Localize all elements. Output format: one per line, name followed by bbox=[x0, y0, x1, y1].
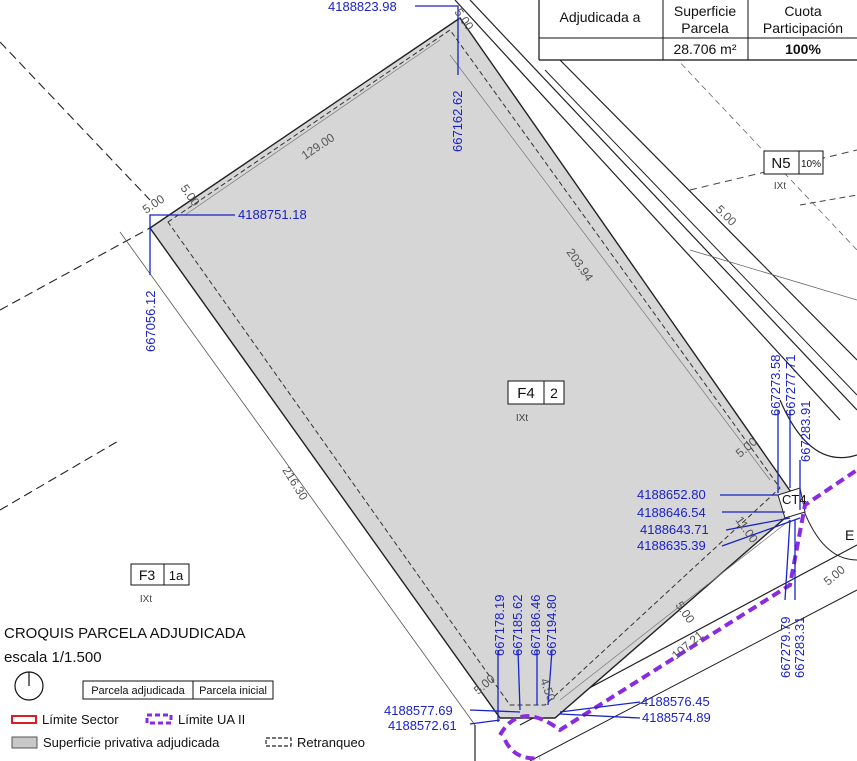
south-dimension-line bbox=[559, 519, 791, 701]
coord-y-nw: 4188751.18 bbox=[238, 207, 307, 222]
parcel-n5-label: N5 10% IXt bbox=[763, 150, 824, 192]
parcel-f4-area bbox=[149, 17, 801, 719]
dim-setback-a: 5.00 bbox=[140, 192, 167, 217]
coord-y-sw1: 4188577.69 bbox=[384, 703, 453, 718]
svg-text:IXt: IXt bbox=[516, 413, 528, 424]
legend-setback-swatch bbox=[265, 737, 292, 747]
parcel-boundaries bbox=[0, 41, 151, 511]
coord-y-sw2: 4188572.61 bbox=[388, 718, 457, 733]
coord-x-top: 667162.62 bbox=[450, 91, 465, 152]
coord-y-se1: 4188576.45 bbox=[641, 694, 710, 709]
legend-title: CROQUIS PARCELA ADJUDICADA bbox=[4, 625, 245, 642]
svg-text:N5: N5 bbox=[771, 155, 790, 172]
dim-south-edge: 107.21 bbox=[669, 628, 706, 663]
legend-ua-label: Límite UA II bbox=[178, 712, 245, 727]
coord-x-se1: 667279.79 bbox=[778, 617, 793, 678]
ua-limit-line bbox=[498, 468, 857, 737]
svg-text:F3: F3 bbox=[139, 567, 156, 583]
parcel-f3-label: F3 1a IXt bbox=[130, 563, 190, 605]
legend-box-left: Parcela adjudicada bbox=[91, 685, 185, 697]
table-col1-header: Adjudicada a bbox=[560, 9, 641, 25]
legend-scale: escala 1/1.500 bbox=[4, 649, 102, 666]
svg-text:1a: 1a bbox=[169, 568, 184, 583]
legend-sector-swatch bbox=[11, 715, 37, 724]
coord-x-nw: 667056.12 bbox=[143, 291, 158, 352]
table-col3-header-2: Participación bbox=[763, 20, 843, 36]
coord-y-se2: 4188574.89 bbox=[642, 710, 711, 725]
summary-table: Adjudicada a Superficie Parcela Cuota Pa… bbox=[538, 0, 857, 61]
table-row-area: 28.706 m² bbox=[673, 41, 736, 57]
dim-road: 5.00 bbox=[821, 562, 848, 588]
coord-y-e4: 4188635.39 bbox=[637, 538, 706, 553]
coord-x-e1: 667273.58 bbox=[768, 355, 783, 416]
coord-x-e3: 667283.91 bbox=[798, 401, 813, 462]
coord-y-e2: 4188646.54 bbox=[637, 505, 706, 520]
parcel-f4-label: F4 2 IXt bbox=[507, 380, 565, 424]
coord-x-s1: 667178.19 bbox=[492, 595, 507, 656]
coord-leaders bbox=[149, 5, 801, 725]
svg-text:IXt: IXt bbox=[140, 594, 152, 605]
west-dimension-line bbox=[119, 231, 476, 726]
legend-surface-label: Superficie privativa adjudicada bbox=[43, 735, 220, 750]
svg-text:F4: F4 bbox=[517, 385, 535, 402]
table-col2-header-1: Superficie bbox=[674, 3, 736, 19]
ct4-box bbox=[777, 487, 806, 519]
legend-sector-label: Límite Sector bbox=[42, 712, 119, 727]
edge-label: E bbox=[845, 527, 854, 543]
dim-setback-g: 5.00 bbox=[713, 202, 740, 229]
coord-x-s4: 667194.80 bbox=[544, 595, 559, 656]
coord-x-s2: 667185.62 bbox=[510, 595, 525, 656]
legend-box-right: Parcela inicial bbox=[199, 685, 267, 697]
legend-surface-swatch bbox=[11, 736, 38, 749]
table-col2-header-2: Parcela bbox=[681, 20, 729, 36]
coord-y-top: 4188823.98 bbox=[328, 0, 397, 14]
top-dimension-line bbox=[184, 39, 441, 216]
ct4-label: CT4 bbox=[782, 492, 807, 507]
coord-y-e1: 4188652.80 bbox=[637, 487, 706, 502]
table-row-share: 100% bbox=[785, 41, 821, 57]
svg-text:IXt: IXt bbox=[774, 181, 786, 192]
legend-ua-swatch bbox=[145, 713, 173, 725]
legend: CROQUIS PARCELA ADJUDICADA escala 1/1.50… bbox=[4, 625, 365, 750]
coord-x-e2: 667277.71 bbox=[783, 355, 798, 416]
coord-y-e3: 4188643.71 bbox=[640, 522, 709, 537]
east-dimension-line bbox=[449, 54, 771, 481]
coord-x-se2: 667283.31 bbox=[792, 617, 807, 678]
legend-setback-label: Retranqueo bbox=[297, 735, 365, 750]
coord-x-s3: 667186.46 bbox=[528, 595, 543, 656]
dim-west-edge: 216.30 bbox=[279, 464, 310, 503]
svg-text:2: 2 bbox=[550, 385, 558, 401]
svg-text:10%: 10% bbox=[801, 159, 821, 170]
ua-limit-line-south bbox=[503, 739, 541, 761]
table-col3-header-1: Cuota bbox=[784, 3, 822, 19]
setback-line bbox=[167, 29, 781, 706]
